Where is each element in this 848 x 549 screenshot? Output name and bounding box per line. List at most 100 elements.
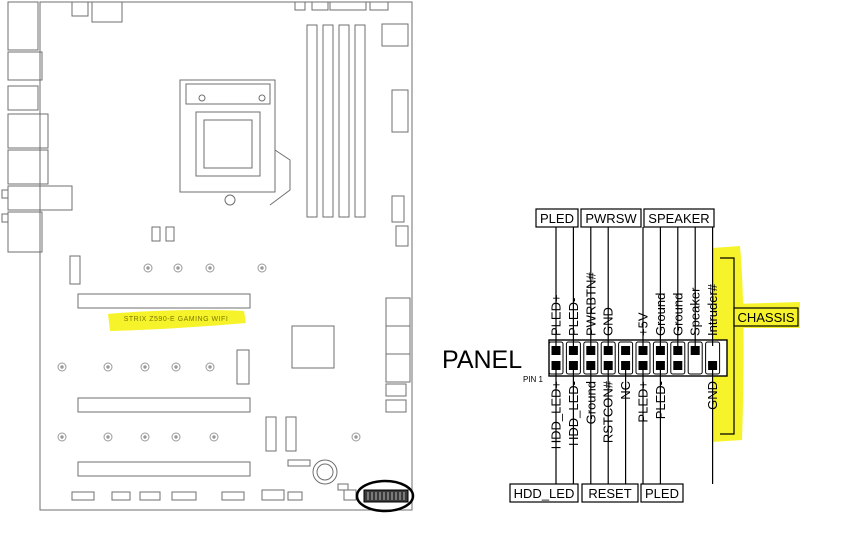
standoff-center — [212, 435, 216, 439]
cpu-screw — [198, 94, 206, 102]
io-block — [1, 213, 9, 223]
chipset — [291, 325, 335, 369]
standoff-center — [106, 365, 110, 369]
pcie-slot — [77, 397, 251, 413]
pin-label-top: Intruder# — [705, 283, 720, 336]
bottom-header — [139, 491, 161, 501]
standoff — [140, 432, 150, 442]
standoff-screws — [57, 263, 361, 442]
bottom-header — [221, 491, 245, 501]
pcie-slot — [77, 293, 251, 309]
pin-top — [638, 346, 648, 355]
panel-location-circle — [355, 479, 415, 513]
bottom-header — [261, 489, 285, 501]
pin-label-bottom: HDD_LED- — [566, 381, 581, 446]
group-label-speaker: SPEAKER — [648, 211, 709, 226]
standoff — [205, 263, 215, 273]
io-block — [7, 1, 39, 51]
fan-header — [294, 1, 306, 11]
standoff-center — [60, 365, 64, 369]
bottom-header — [343, 489, 357, 501]
group-box-pwrsw — [580, 208, 642, 228]
pin-label-bottom: PLED+ — [636, 381, 651, 423]
pin-bottom — [708, 361, 718, 370]
sata-stack — [385, 353, 411, 383]
standoff-center — [174, 365, 178, 369]
group-box-speaker — [643, 208, 715, 228]
bottom-header — [287, 491, 303, 501]
bottom-header — [111, 491, 131, 501]
m2-slot — [69, 255, 81, 285]
board-outline — [39, 1, 413, 511]
pin-label-top: Speaker — [688, 287, 703, 336]
cpu-lever — [269, 149, 291, 206]
standoff-center — [146, 266, 150, 270]
board-panel-connector — [355, 479, 415, 513]
standoff — [57, 432, 67, 442]
group-box-pled-bottom — [640, 483, 684, 503]
standoff — [143, 263, 153, 273]
group-box-hdd-led — [509, 483, 579, 503]
pin-bottom — [568, 361, 578, 370]
pin-top — [690, 346, 700, 355]
chassis-label: CHASSIS — [737, 310, 794, 325]
chassis-highlight — [712, 246, 744, 442]
chassis-box — [733, 307, 799, 327]
pin-label-top: GND — [601, 307, 616, 336]
header — [287, 459, 311, 467]
standoff-center — [208, 266, 212, 270]
pin-bottom — [621, 361, 631, 370]
pin-top — [568, 346, 578, 355]
dimm-slot — [322, 24, 334, 218]
standoff-center — [354, 435, 358, 439]
standoff — [57, 362, 67, 372]
pin-top — [655, 346, 665, 355]
pin-bottom — [673, 361, 683, 370]
pin-label-top: Ground — [670, 293, 685, 336]
group-label-pwrsw: PWRSW — [585, 211, 637, 226]
header — [385, 399, 407, 413]
standoff-center — [174, 435, 178, 439]
dimm-slot — [354, 24, 366, 218]
m2-slot — [236, 349, 250, 385]
standoff — [257, 263, 267, 273]
standoff — [209, 432, 219, 442]
chip — [165, 226, 175, 242]
pin-bottom — [586, 361, 596, 370]
dimm-slot — [338, 24, 350, 218]
standoff-center — [143, 365, 147, 369]
pin-bottom — [638, 361, 648, 370]
header — [385, 383, 407, 397]
pin-label-bottom: RSTCON# — [601, 380, 616, 443]
power-connector — [91, 1, 123, 23]
panel-title: PANEL — [442, 346, 522, 374]
dimm-slot — [306, 24, 318, 218]
fan-header — [369, 1, 389, 11]
standoff — [171, 362, 181, 372]
power-connector — [71, 1, 89, 17]
pin-label-top: PWRBTN# — [583, 272, 598, 336]
io-block — [7, 211, 43, 253]
pin-label-top: PLED+ — [549, 294, 564, 336]
fan-header — [329, 1, 367, 11]
pin-top — [621, 346, 631, 355]
chassis-bracket — [720, 257, 735, 435]
standoff — [171, 432, 181, 442]
bottom-header — [71, 491, 95, 501]
debug-led — [381, 23, 409, 47]
pin-label-bottom: PLED- — [653, 381, 668, 419]
fan-header — [311, 1, 329, 11]
standoff — [173, 263, 183, 273]
pin-top — [586, 346, 596, 355]
io-block — [7, 149, 49, 185]
io-block — [7, 113, 49, 149]
pin-bottom — [551, 361, 561, 370]
pin-label-top: PLED- — [566, 298, 581, 336]
bottom-header — [171, 491, 197, 501]
sata-stack — [385, 325, 411, 355]
pin-top — [551, 346, 561, 355]
pin-label-bottom: HDD_LED+ — [549, 381, 564, 449]
pin-label-top: +5V — [636, 312, 651, 336]
